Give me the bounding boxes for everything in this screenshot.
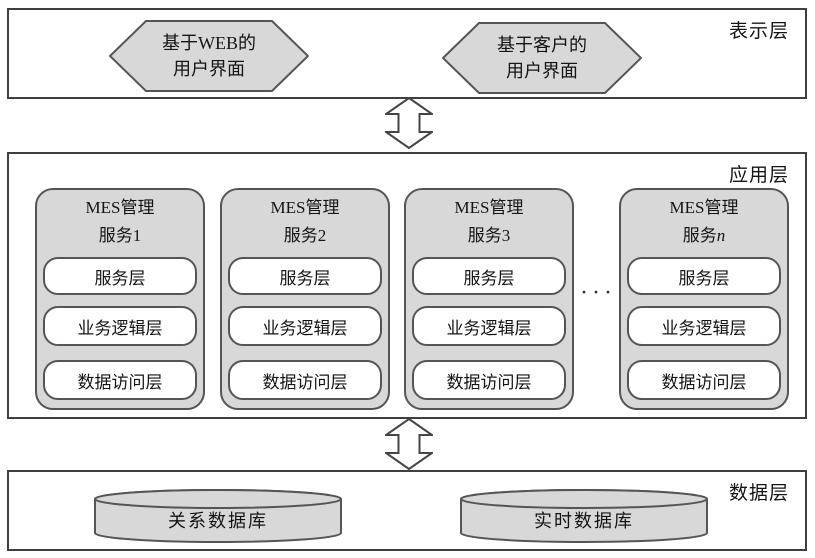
- client-ui-line2: 用户界面: [506, 61, 578, 81]
- realtime-db-label: 实时数据库: [534, 511, 634, 531]
- realtime-db-cylinder: 实时数据库: [460, 489, 708, 543]
- hexagon-shape: [442, 22, 642, 94]
- client-ui-line1: 基于客户的: [497, 35, 587, 55]
- data-access-sublayer: 数据访问层: [627, 360, 781, 400]
- hexagon-shape: [109, 20, 309, 92]
- double-arrow-icon: [385, 418, 433, 470]
- ellipsis: ···: [580, 280, 616, 306]
- database-cylinder-icon: [94, 489, 342, 543]
- client-ui-hexagon-text: 基于客户的 用户界面: [442, 22, 642, 94]
- card-title-num: n: [716, 226, 726, 245]
- application-layer-box: 应用层 MES管理 服务1 服务层 业务逻辑层 数据访问层 MES管理 服务2 …: [7, 152, 807, 419]
- application-layer-label: 应用层: [728, 165, 789, 186]
- mes-service-card-3: MES管理 服务3 服务层 业务逻辑层 数据访问层: [404, 188, 574, 410]
- data-layer-label: 数据层: [728, 483, 789, 504]
- card-title: MES管理 服务2: [222, 194, 388, 250]
- presentation-layer-box: 表示层 基于WEB的 用户界面 基于客户的 用户界面: [7, 8, 807, 99]
- service-sublayer: 服务层: [627, 257, 781, 295]
- logic-sublayer: 业务逻辑层: [228, 306, 382, 346]
- logic-sublayer: 业务逻辑层: [412, 306, 566, 346]
- mes-service-card-n: MES管理 服务n 服务层 业务逻辑层 数据访问层: [619, 188, 789, 410]
- card-title-num: 3: [501, 226, 511, 245]
- data-layer-box: 数据层 关系数据库 实时数据库: [7, 470, 807, 551]
- card-title-line1: MES管理: [85, 198, 155, 217]
- web-ui-hexagon-text: 基于WEB的 用户界面: [109, 20, 309, 92]
- service-sublayer: 服务层: [412, 257, 566, 295]
- card-title-num: 2: [317, 226, 327, 245]
- card-title: MES管理 服务1: [37, 194, 203, 250]
- web-ui-line2: 用户界面: [173, 59, 245, 79]
- card-title-line1: MES管理: [669, 198, 739, 217]
- logic-sublayer: 业务逻辑层: [43, 306, 197, 346]
- mes-service-card-2: MES管理 服务2 服务层 业务逻辑层 数据访问层: [220, 188, 390, 410]
- service-sublayer: 服务层: [228, 257, 382, 295]
- mes-service-card-1: MES管理 服务1 服务层 业务逻辑层 数据访问层: [35, 188, 205, 410]
- relational-db-label: 关系数据库: [168, 511, 268, 531]
- card-title-prefix: 服务: [467, 226, 502, 245]
- double-arrow-icon: [385, 97, 433, 149]
- card-title-line1: MES管理: [270, 198, 340, 217]
- logic-sublayer: 业务逻辑层: [627, 306, 781, 346]
- data-access-sublayer: 数据访问层: [43, 360, 197, 400]
- web-ui-hexagon: 基于WEB的 用户界面: [109, 20, 309, 92]
- data-access-sublayer: 数据访问层: [228, 360, 382, 400]
- card-title-prefix: 服务: [98, 226, 133, 245]
- card-title: MES管理 服务3: [406, 194, 572, 250]
- card-title-line1: MES管理: [454, 198, 524, 217]
- service-sublayer: 服务层: [43, 257, 197, 295]
- card-title: MES管理 服务n: [621, 194, 787, 250]
- web-ui-line1: 基于WEB的: [162, 33, 256, 53]
- card-title-prefix: 服务: [682, 226, 717, 245]
- database-cylinder-icon: [460, 489, 708, 543]
- presentation-layer-label: 表示层: [728, 21, 789, 42]
- card-title-prefix: 服务: [283, 226, 318, 245]
- card-title-num: 1: [132, 226, 142, 245]
- client-ui-hexagon: 基于客户的 用户界面: [442, 22, 642, 94]
- relational-db-cylinder: 关系数据库: [94, 489, 342, 543]
- data-access-sublayer: 数据访问层: [412, 360, 566, 400]
